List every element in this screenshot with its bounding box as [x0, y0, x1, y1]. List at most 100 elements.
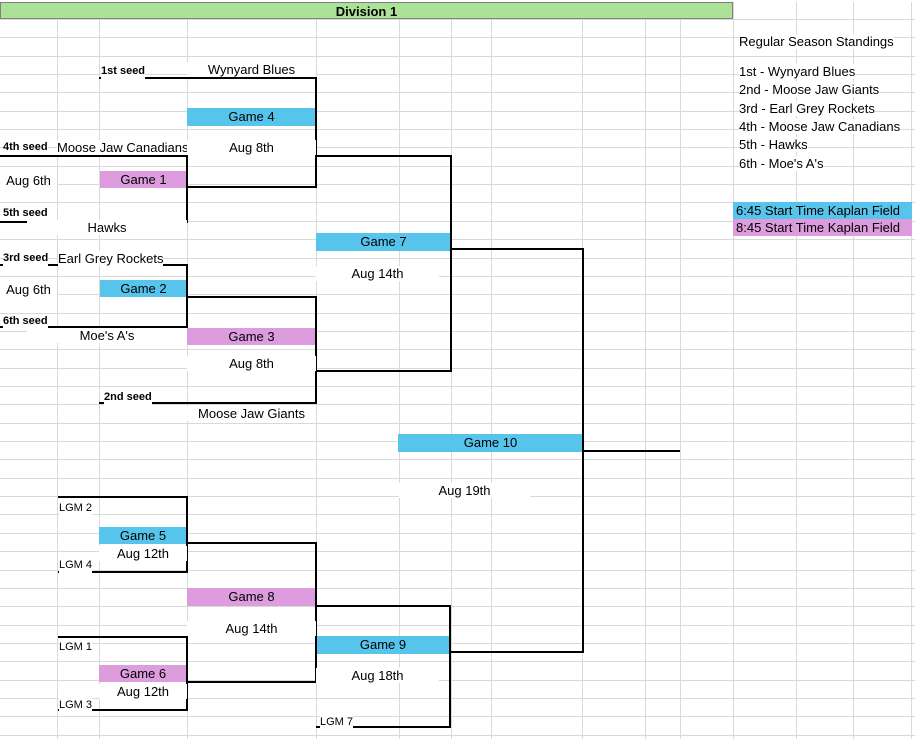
team-moose-jaw-canadians: Moose Jaw Canadians — [57, 140, 189, 155]
gridline-row — [0, 331, 915, 332]
lgm-7-label: LGM 7 — [320, 715, 354, 730]
standings-title: Regular Season Standings — [739, 34, 894, 49]
standings-item-3: 3rd - Earl Grey Rockets — [739, 101, 875, 116]
division-banner: Division 1 — [0, 2, 733, 19]
bracket-line-v — [315, 296, 317, 404]
team-earl-grey-rockets: Earl Grey Rockets — [58, 251, 164, 266]
game-10-cell[interactable]: Game 10 — [398, 434, 583, 452]
gridline-row — [0, 423, 915, 424]
gridline-row — [0, 386, 915, 387]
gridline-row — [0, 716, 915, 717]
game-3-cell[interactable]: Game 3 — [187, 328, 316, 345]
gridline-row — [0, 349, 915, 350]
seed-label-2nd: 2nd seed — [104, 390, 152, 405]
bracket-line-h — [186, 542, 317, 544]
gridline-row — [0, 551, 915, 552]
gridline-row — [0, 313, 915, 314]
legend-845-start-time: 8:45 Start Time Kaplan Field — [733, 219, 912, 236]
bracket-line-v — [315, 542, 317, 683]
gridline-row — [0, 166, 915, 167]
gridline-row — [0, 184, 915, 185]
gridline-col — [853, 2, 854, 739]
gridline-row — [0, 19, 915, 20]
gridline-col — [911, 2, 912, 739]
gridline-row — [0, 294, 915, 295]
gridline-row — [0, 735, 915, 736]
gridline-row — [0, 533, 915, 534]
standings-item-6: 6th - Moe's A's — [739, 156, 824, 171]
game-6-cell[interactable]: Game 6 — [99, 665, 187, 682]
gridline-row — [0, 221, 915, 222]
bracket-line-h — [449, 651, 583, 653]
gridline-row — [0, 129, 915, 130]
gridline-row — [0, 661, 915, 662]
gridline-row — [0, 202, 915, 203]
bracket-line-v — [186, 496, 188, 573]
game-2-date: Aug 6th — [0, 282, 57, 297]
gridline-row — [0, 680, 915, 681]
bracket-line-h — [186, 681, 317, 683]
game-7-date: Aug 14th — [316, 266, 439, 281]
seed-label-6th: 6th seed — [3, 314, 48, 329]
gridline-col — [733, 2, 734, 739]
bracket-line-h — [450, 248, 583, 250]
bracket-line-h — [315, 605, 451, 607]
bracket-line-h — [58, 709, 188, 711]
gridline-row — [0, 92, 915, 93]
game-5-cell[interactable]: Game 5 — [99, 527, 187, 544]
gridline-col — [491, 2, 492, 739]
gridline-col — [57, 2, 58, 739]
gridline-row — [0, 588, 915, 589]
seed-label-4th: 4th seed — [3, 140, 48, 155]
game-8-date: Aug 14th — [187, 621, 316, 636]
bracket-line-h — [58, 496, 188, 498]
game-7-cell[interactable]: Game 7 — [316, 233, 451, 251]
bracket-line-h — [315, 370, 452, 372]
seed-label-5th: 5th seed — [3, 206, 48, 221]
gridline-row — [0, 147, 915, 148]
game-4-cell[interactable]: Game 4 — [187, 108, 316, 126]
gridline-row — [0, 514, 915, 515]
bracket-line-h — [315, 155, 452, 157]
gridline-row — [0, 459, 915, 460]
game-9-cell[interactable]: Game 9 — [316, 636, 450, 654]
bracket-line-v — [450, 155, 452, 372]
lgm-1-label: LGM 1 — [59, 640, 93, 655]
lgm-3-label: LGM 3 — [59, 698, 93, 713]
gridline-row — [0, 74, 915, 75]
standings-item-4: 4th - Moose Jaw Canadians — [739, 119, 901, 134]
bracket-line-h — [58, 571, 188, 573]
gridline-row — [0, 698, 915, 699]
lgm-2-label: LGM 2 — [59, 501, 93, 516]
bracket-line-h — [99, 77, 316, 79]
game-2-cell[interactable]: Game 2 — [100, 280, 187, 297]
bracket-line-h — [186, 186, 316, 188]
game-6-date: Aug 12th — [99, 684, 187, 699]
gridline-row — [0, 368, 915, 369]
game-3-date: Aug 8th — [187, 356, 316, 371]
bracket-line-h — [0, 155, 188, 157]
gridline-row — [0, 643, 915, 644]
game-10-date: Aug 19th — [399, 483, 530, 498]
gridline-row — [0, 625, 915, 626]
game-5-date: Aug 12th — [99, 546, 187, 561]
gridline-row — [0, 239, 915, 240]
lgm-4-label: LGM 4 — [59, 558, 93, 573]
bracket-line-h — [316, 726, 451, 728]
bracket-line-h — [582, 450, 680, 452]
gridline-row — [0, 478, 915, 479]
game-1-date: Aug 6th — [0, 173, 57, 188]
gridline-row — [0, 276, 915, 277]
bracket-line-h — [186, 296, 316, 298]
bracket-line-h — [0, 326, 188, 328]
team-wynyard-blues: Wynyard Blues — [187, 62, 316, 77]
gridline-row — [0, 570, 915, 571]
standings-item-2: 2nd - Moose Jaw Giants — [739, 82, 880, 97]
game-8-cell[interactable]: Game 8 — [187, 588, 316, 606]
game-1-cell[interactable]: Game 1 — [100, 171, 187, 188]
team-hawks: Hawks — [27, 220, 187, 235]
team-moes-as: Moe's A's — [27, 328, 187, 343]
bracket-line-h — [58, 636, 188, 638]
legend-645-start-time: 6:45 Start Time Kaplan Field — [733, 202, 912, 219]
